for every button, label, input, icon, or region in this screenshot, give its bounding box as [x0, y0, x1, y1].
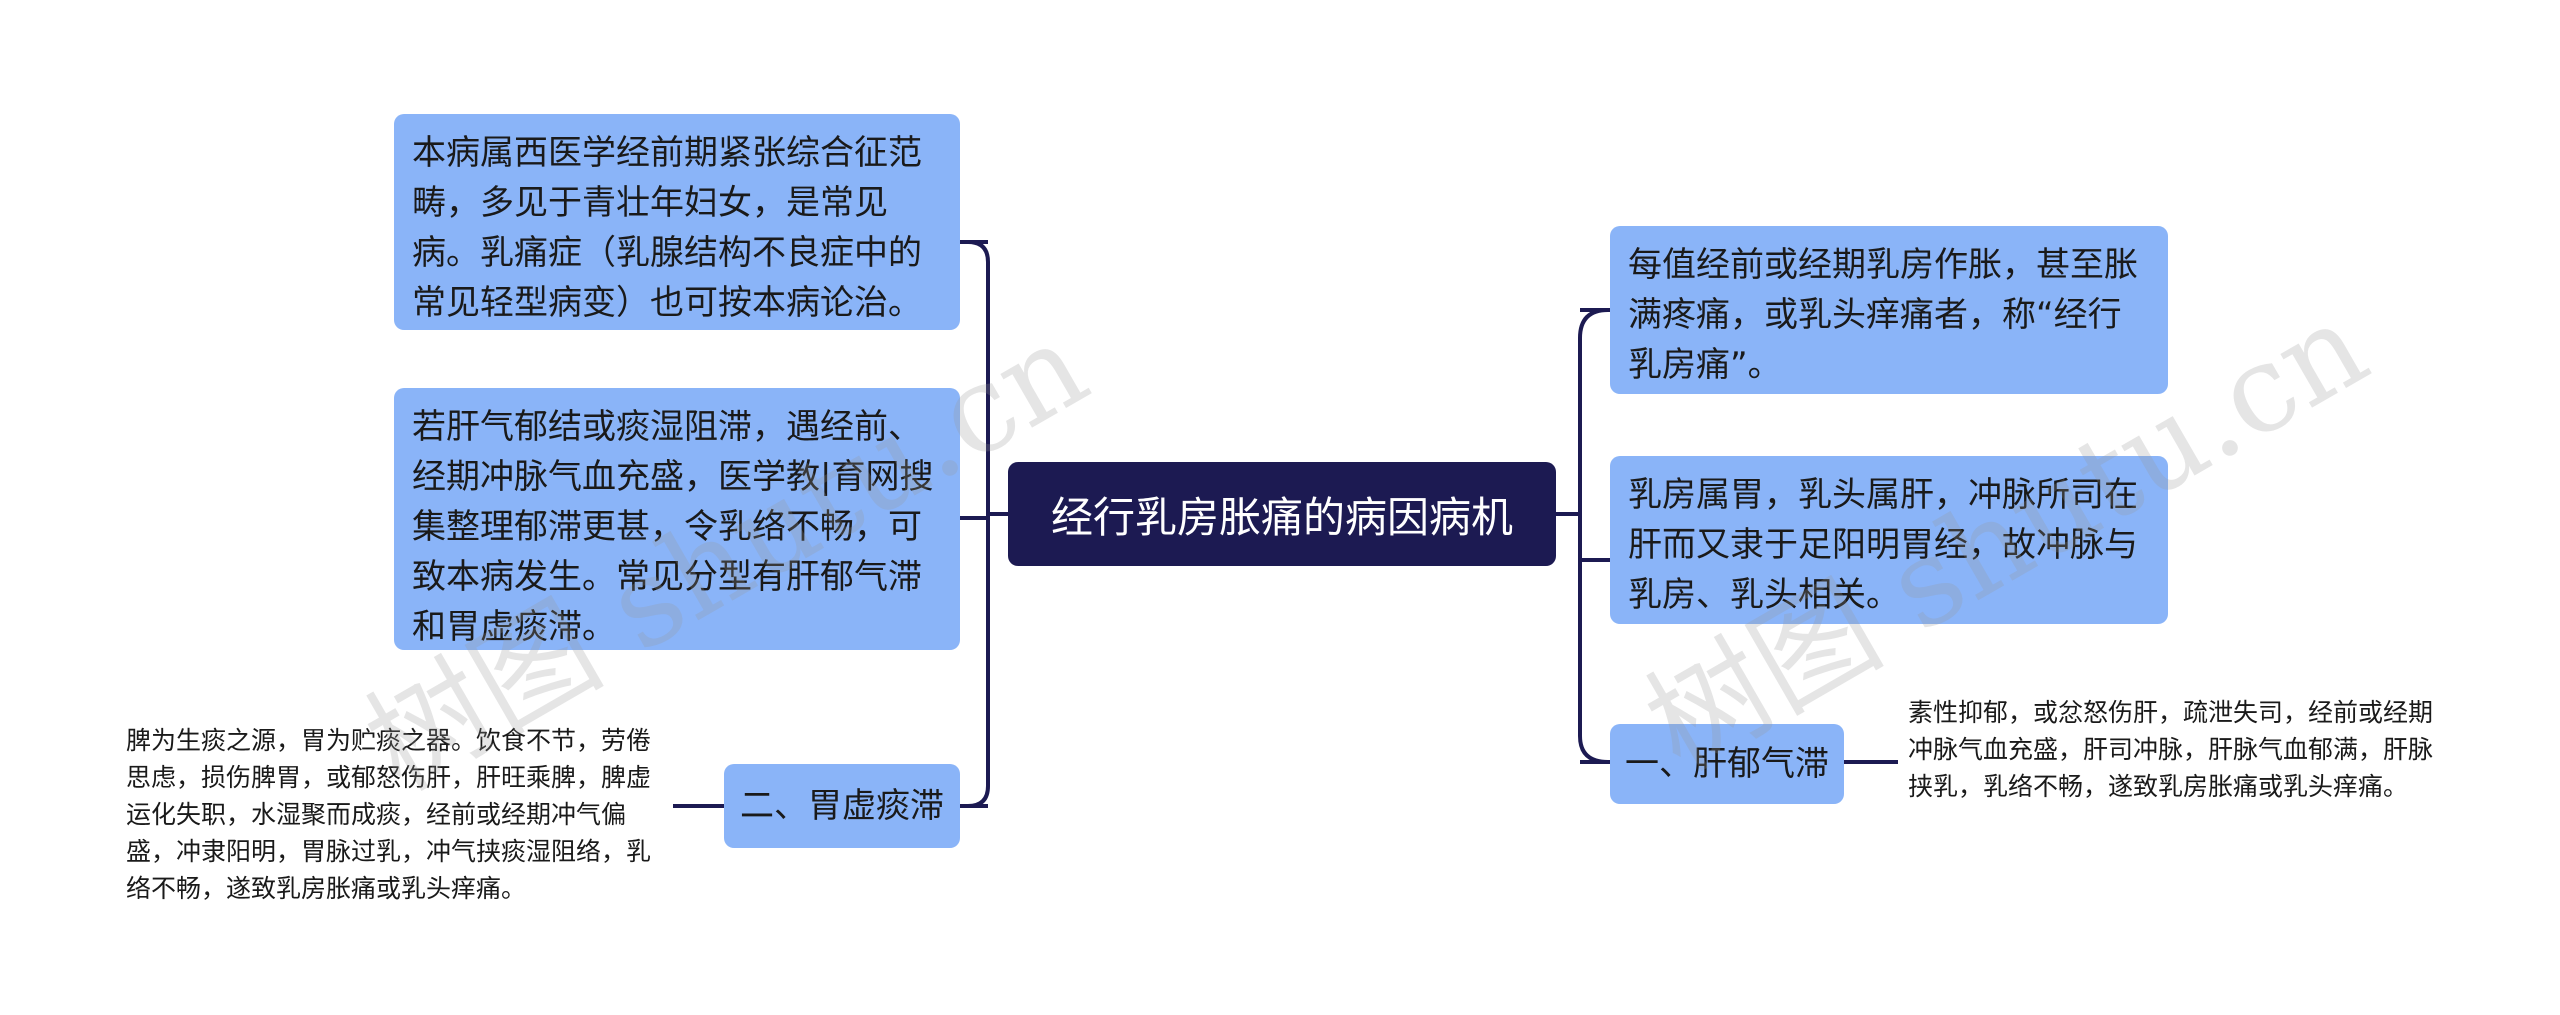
left-topic-definition[interactable]: 本病属西医学经前期紧张综合征范畴，多见于青壮年妇女，是常见病。乳痛症（乳腺结构不… — [394, 114, 960, 330]
left-leaf-stomach-phlegm-detail[interactable]: 脾为生痰之源，胃为贮痰之器。饮食不节，劳倦思虑，损伤脾胃，或郁怒伤肝，肝旺乘脾，… — [126, 726, 652, 903]
connector-right-trunk — [1578, 308, 1609, 764]
root-topic[interactable]: 经行乳房胀痛的病因病机 — [1008, 462, 1556, 566]
right-topic-definition[interactable]: 每值经前或经期乳房作胀，甚至胀满疼痛，或乳头痒痛者，称“经行乳房痛”。 — [1610, 226, 2168, 394]
connector-left-trunk — [967, 240, 990, 808]
right-topic-meridians[interactable]: 乳房属胃，乳头属肝，冲脉所司在肝而又隶于足阳明胃经，故冲脉与乳房、乳头相关。 — [1610, 456, 2168, 624]
right-topic-liver-qi[interactable]: 一、肝郁气滞 — [1610, 724, 1844, 804]
left-topic-stomach-phlegm[interactable]: 二、胃虚痰滞 — [724, 764, 960, 848]
left-topic-pathogenesis[interactable]: 若肝气郁结或痰湿阻滞，遇经前、经期冲脉气血充盛，医学教|育网搜集整理郁滞更甚，令… — [394, 388, 960, 650]
right-leaf-liver-qi-detail[interactable]: 素性抑郁，或忿怒伤肝，疏泄失司，经前或经期冲脉气血充盛，肝司冲脉，肝脉气血郁满，… — [1908, 698, 2434, 801]
